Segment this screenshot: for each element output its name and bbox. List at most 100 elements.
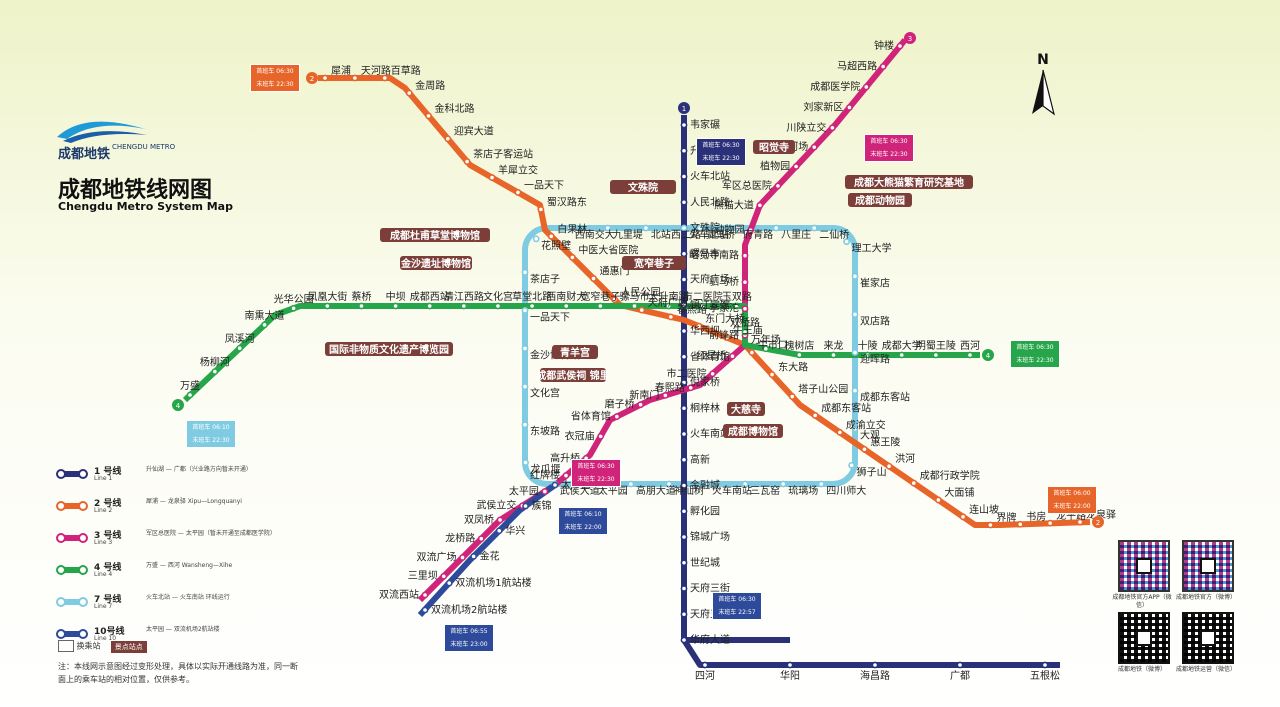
station-dot[interactable] <box>864 351 872 359</box>
station-label[interactable]: 草堂北路 <box>512 290 552 303</box>
station-dot[interactable] <box>680 559 688 567</box>
station-label[interactable]: 天府广场 <box>648 296 688 309</box>
station-label[interactable]: 武侯立交 <box>476 499 516 512</box>
station-dot[interactable] <box>460 302 468 310</box>
station-dot[interactable] <box>741 305 749 313</box>
station-label[interactable]: 红星桥 <box>696 349 726 362</box>
station-label[interactable]: 茶店子 <box>530 272 560 285</box>
station-dot[interactable] <box>966 351 974 359</box>
station-label[interactable]: 驷马桥 <box>705 229 735 241</box>
landmark-label[interactable]: 成都大熊猫繁育研究基地 <box>854 176 964 189</box>
station-label[interactable]: 春熙路 <box>677 303 707 316</box>
station-label[interactable]: 文化宫 <box>483 290 513 303</box>
landmark-label[interactable]: 成都动物园 <box>855 194 905 207</box>
station-label[interactable]: 华府大道 <box>690 633 730 646</box>
station-dot[interactable] <box>290 304 298 312</box>
landmark-label[interactable]: 昭觉寺 <box>759 141 789 154</box>
station-label[interactable]: 理工大学 <box>852 242 892 255</box>
station-label[interactable]: 惠王陵 <box>870 435 900 448</box>
station-label[interactable]: 熊猫大道 <box>714 198 754 211</box>
station-label[interactable]: 神仙树 <box>674 484 704 497</box>
station-dot[interactable] <box>680 636 688 644</box>
station-dot[interactable] <box>935 496 942 504</box>
station-label[interactable]: 连山坡 <box>969 503 999 516</box>
station-label[interactable]: 省体育馆 <box>571 410 611 423</box>
landmark-label[interactable]: 成都杜甫草堂博物馆 <box>390 229 480 242</box>
qr-weibo-official[interactable]: 成都地铁官方（微博） <box>1176 540 1236 602</box>
station-label[interactable]: 四河 <box>695 670 715 682</box>
landmark-label[interactable]: 文殊院 <box>628 181 658 194</box>
station-label[interactable]: 羊犀立交 <box>498 164 538 177</box>
station-label[interactable]: 骡马市 <box>619 290 649 303</box>
station-dot[interactable] <box>459 554 466 561</box>
station-dot[interactable] <box>703 480 711 488</box>
station-dot[interactable] <box>597 432 605 440</box>
station-label[interactable]: 成都医学院 <box>810 80 860 93</box>
station-dot[interactable] <box>680 404 688 412</box>
station-dot[interactable] <box>851 272 859 280</box>
station-label[interactable]: 一品天下 <box>530 311 570 323</box>
qr-wechat[interactable]: 成都地铁运营（微信） <box>1176 612 1236 674</box>
station-label[interactable]: 南熏大道 <box>245 309 285 322</box>
station-label[interactable]: 洪河 <box>895 453 915 465</box>
station-label[interactable]: 锦城广场 <box>690 530 730 543</box>
station-dot[interactable] <box>680 250 688 258</box>
station-label[interactable]: 迎晖路 <box>860 352 890 365</box>
station-dot[interactable] <box>851 310 859 318</box>
station-dot[interactable] <box>488 174 496 181</box>
station-label[interactable]: 百草路 <box>391 64 421 77</box>
station-label[interactable]: 宽窄巷子 <box>580 290 620 303</box>
station-label[interactable]: 通惠门 <box>600 265 630 278</box>
station-label[interactable]: 新南门 <box>629 388 659 401</box>
station-dot[interactable] <box>521 345 529 352</box>
qr-app[interactable]: 成都地铁官方APP（微信） <box>1112 540 1172 610</box>
station-label[interactable]: 刘家新区 <box>803 100 843 113</box>
station-dot[interactable] <box>425 112 432 120</box>
station-label[interactable]: 文殊院 <box>690 221 720 234</box>
station-dot[interactable] <box>521 383 529 390</box>
station-dot[interactable] <box>811 412 819 419</box>
station-dot[interactable] <box>932 351 940 359</box>
station-dot[interactable] <box>236 344 244 352</box>
landmark-label[interactable]: 成都武侯祠 锦里 <box>536 369 609 382</box>
station-dot[interactable] <box>470 552 478 560</box>
station-label[interactable]: 双流机场2航站楼 <box>431 603 507 616</box>
station-label[interactable]: 高新 <box>690 453 710 466</box>
station-label[interactable]: 来龙 <box>823 339 843 352</box>
station-dot[interactable] <box>741 252 749 260</box>
station-dot[interactable] <box>680 533 688 541</box>
station-dot[interactable] <box>830 351 837 359</box>
station-dot[interactable] <box>810 143 818 151</box>
station-dot[interactable] <box>611 296 619 304</box>
station-dot[interactable] <box>1041 661 1049 669</box>
station-dot[interactable] <box>522 459 529 466</box>
station-dot[interactable] <box>569 254 576 261</box>
station-dot[interactable] <box>477 535 485 543</box>
station-label[interactable]: 明蜀王陵 <box>916 340 956 352</box>
station-dot[interactable] <box>547 232 555 240</box>
station-label[interactable]: 东大路 <box>778 361 808 374</box>
station-dot[interactable] <box>851 425 859 433</box>
station-dot[interactable] <box>405 89 413 97</box>
station-label[interactable]: 天河路 <box>361 64 391 77</box>
station-label[interactable]: 北站西二路 <box>651 228 701 241</box>
station-dot[interactable] <box>421 606 429 614</box>
station-dot[interactable] <box>871 661 879 669</box>
station-label[interactable]: 金花 <box>480 549 500 562</box>
station-dot[interactable] <box>522 502 529 510</box>
station-label[interactable]: 马超西路 <box>837 59 877 72</box>
station-dot[interactable] <box>843 238 851 246</box>
station-label[interactable]: 四川师大 <box>826 484 866 497</box>
station-dot[interactable] <box>792 163 800 170</box>
station-dot[interactable] <box>358 302 365 310</box>
station-label[interactable]: 省体育馆 <box>690 350 730 363</box>
station-label[interactable]: 成渝立交 <box>846 418 886 431</box>
station-label[interactable]: 衣冠庙 <box>565 429 595 442</box>
station-dot[interactable] <box>665 302 673 310</box>
station-dot[interactable] <box>627 480 635 488</box>
station-label[interactable]: 成都东客站 <box>821 401 871 414</box>
station-dot[interactable] <box>440 572 448 580</box>
landmark-label[interactable]: 金沙遗址博物馆 <box>400 257 471 270</box>
station-label[interactable]: 人民公园 <box>621 287 661 299</box>
station-dot[interactable] <box>1046 519 1054 527</box>
